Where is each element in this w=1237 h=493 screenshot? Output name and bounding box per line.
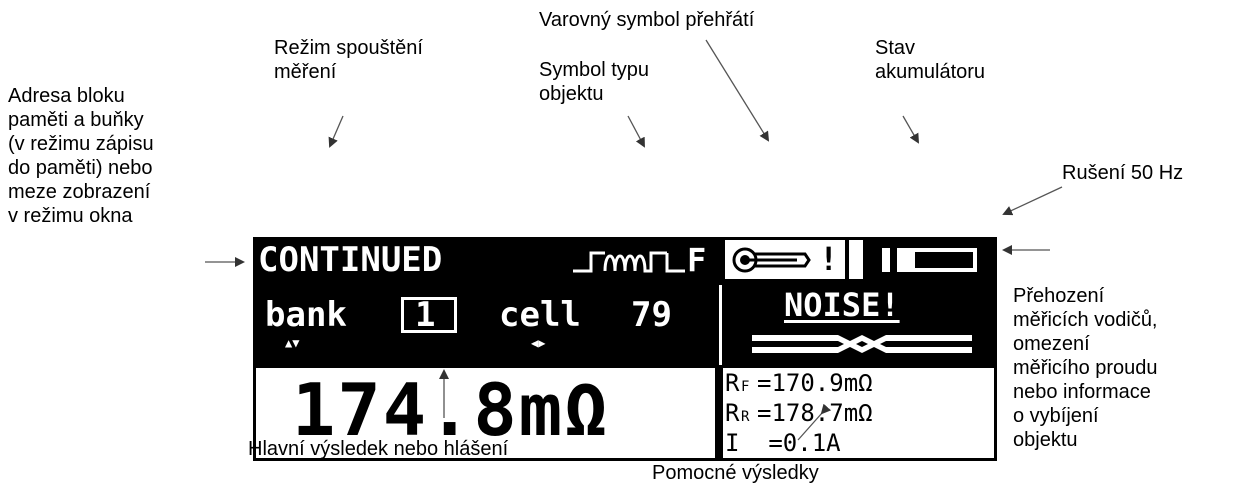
bank-label: bank [265, 295, 347, 335]
arrow-overheat [705, 39, 770, 142]
object-type-letter: F [687, 241, 707, 279]
arrow-battery [902, 115, 919, 144]
annotation-object-type: Symbol typu objektu [539, 59, 650, 105]
rf-value: =170.9mΩ [757, 369, 873, 397]
main-result-value: 174.8mΩ [292, 368, 610, 452]
arrow-object-type [627, 115, 645, 148]
object-type-icon [573, 251, 685, 273]
lcd-display: CONTINUED F ! bank 1 cell 79 ▲▼ ◀▶ NOISE… [253, 237, 997, 461]
cell-label: cell [499, 295, 581, 335]
annotation-noise: Rušení 50 Hz [1062, 162, 1184, 184]
annotation-main-result: Hlavní výsledek nebo hlášení [248, 438, 509, 460]
rf-label: R [725, 369, 740, 397]
cell-value: 79 [631, 295, 672, 335]
annotation-overheat: Varovný symbol přehřátí [539, 9, 755, 31]
annotation-memory-address: Adresa bloku paměti a buňky (v režimu zá… [8, 85, 154, 227]
annotation-aux-results: Pomocné výsledky [652, 462, 819, 484]
noise-indicator-box: NOISE! [719, 285, 1000, 365]
arrow-noise [1002, 186, 1063, 216]
main-result-box: 174.8mΩ [256, 368, 715, 458]
rr-label: R [725, 399, 740, 427]
noise-label: NOISE! [784, 286, 900, 324]
bank-value-box [401, 297, 457, 333]
bank-arrows: ▲▼ [285, 336, 300, 350]
aux-results-box: R F =170.9mΩ R R =178.7mΩ I =0.1A [723, 368, 994, 458]
bank-value: 1 [415, 295, 436, 335]
arrow-aux-results [797, 403, 832, 441]
lead-swap-icon [752, 335, 972, 353]
overheat-warning-mark: ! [819, 240, 839, 278]
annotation-battery: Stav akumulátoru [875, 37, 986, 83]
annotation-trigger-mode: Režim spouštění měření [274, 37, 423, 83]
thermometer-icon [732, 247, 811, 273]
arrow-trigger-mode [328, 115, 344, 148]
rr-subscript: R [741, 409, 750, 425]
measurement-mode-label: CONTINUED [258, 240, 443, 280]
rr-value: =178.7mΩ [757, 399, 873, 427]
memory-address-area: bank 1 cell 79 ▲▼ ◀▶ [253, 285, 719, 365]
overheat-divider [845, 240, 849, 279]
cell-arrows: ◀▶ [531, 336, 546, 350]
annotation-leads: Přehození měřicích vodičů, omezení měřic… [1013, 285, 1158, 451]
battery-icon [882, 248, 977, 272]
rf-subscript: F [741, 379, 750, 395]
